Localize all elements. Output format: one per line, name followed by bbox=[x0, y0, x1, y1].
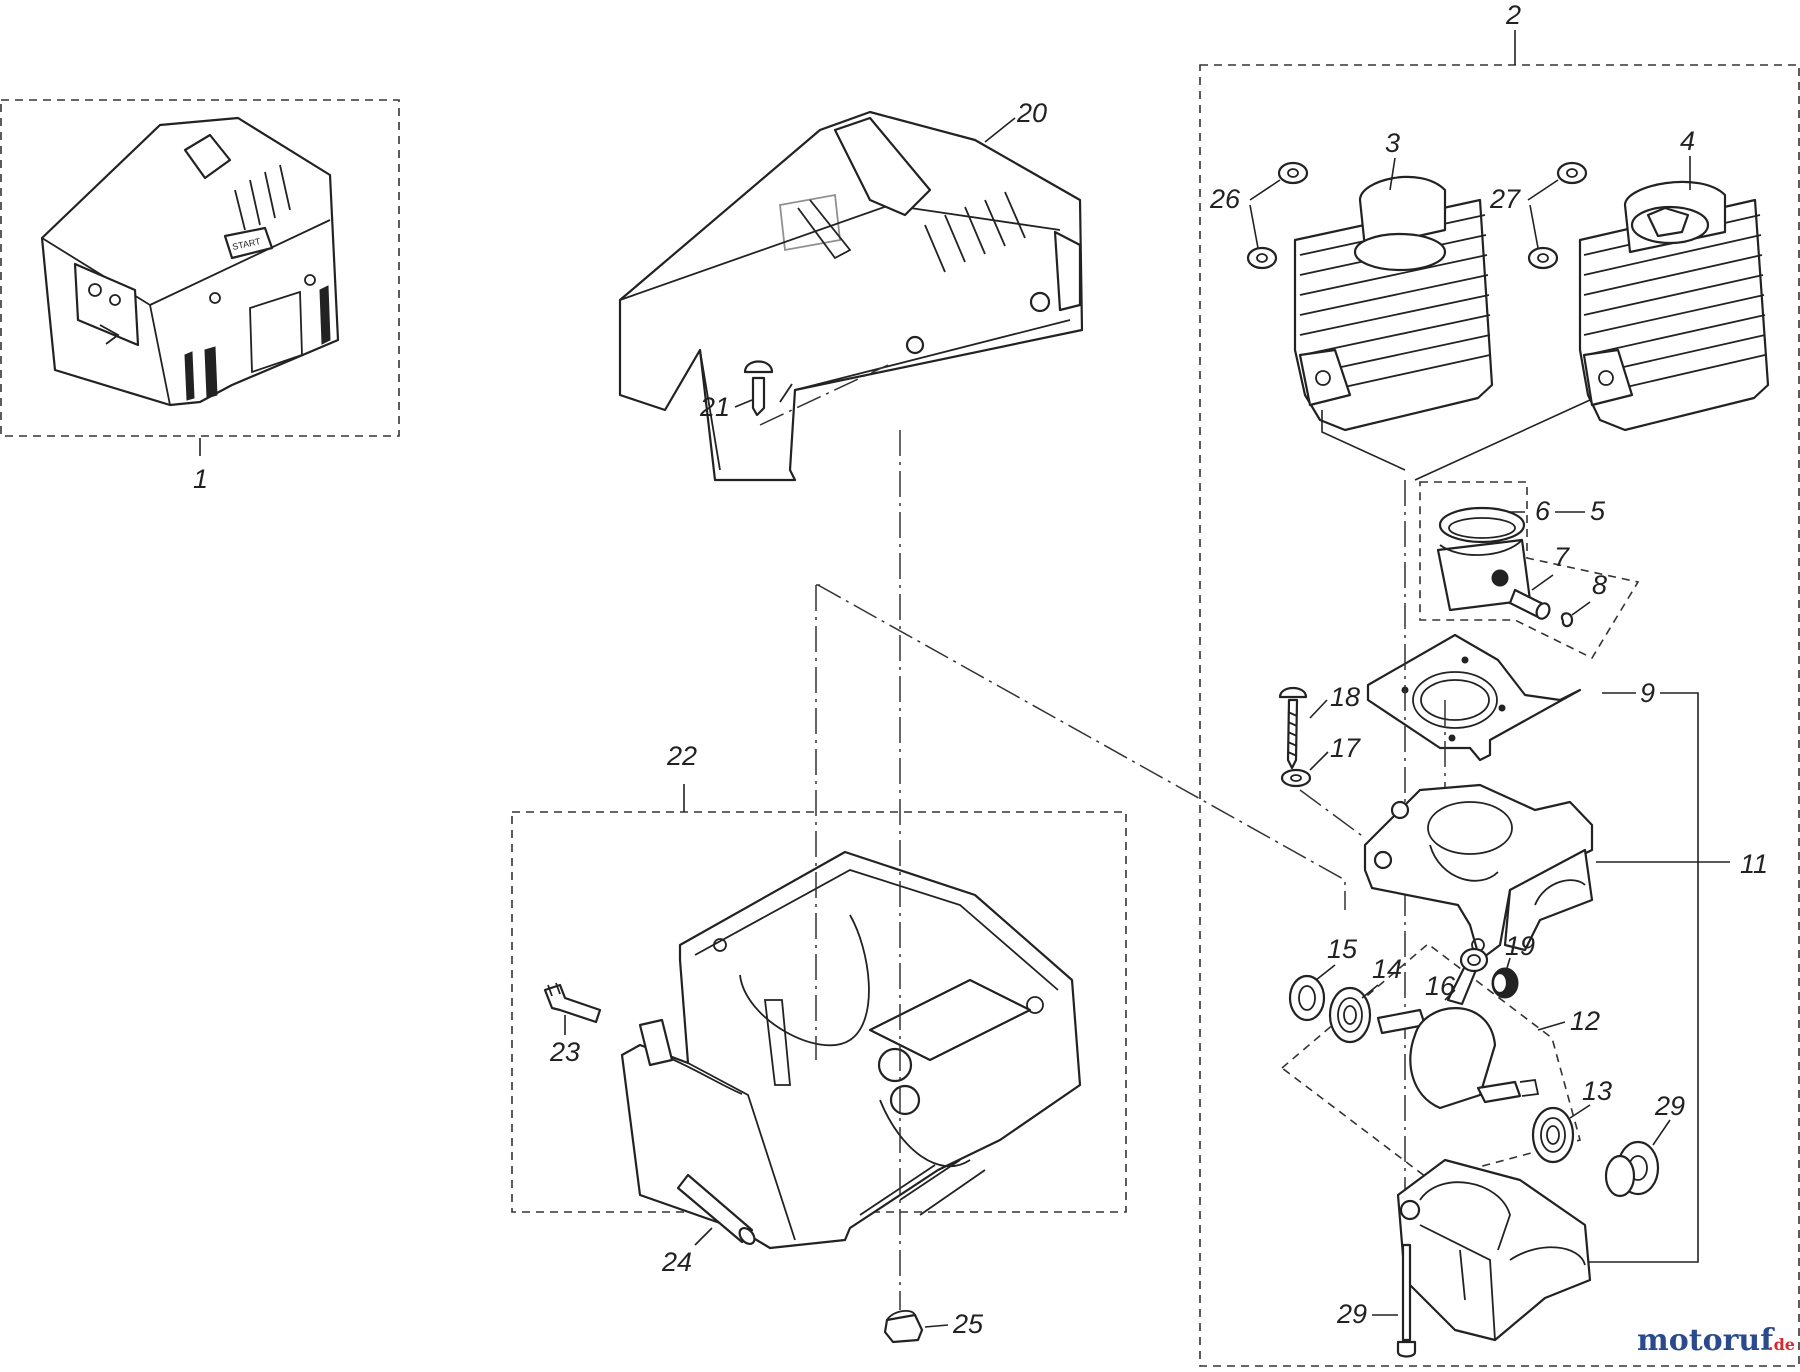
crankcase-half-part-11 bbox=[1363, 783, 1594, 962]
needle-bearing-part-18 bbox=[1491, 967, 1519, 999]
circlip-part bbox=[1560, 612, 1574, 628]
callout-8: 8 bbox=[1592, 570, 1607, 600]
crankcase-bolt-part bbox=[1396, 1243, 1417, 1358]
hood-assembly-part: START bbox=[40, 116, 340, 407]
crankshaft-part bbox=[1376, 947, 1540, 1110]
washer-part-29b bbox=[1527, 161, 1588, 270]
callout-9: 9 bbox=[1640, 678, 1655, 708]
crankcase-screw-part bbox=[1278, 686, 1308, 770]
sleeve-part bbox=[676, 1173, 756, 1245]
callout-7: 7 bbox=[1554, 542, 1570, 572]
callout-6: 6 bbox=[1535, 496, 1551, 526]
callout-15: 15 bbox=[1327, 934, 1358, 964]
shaft-seal-part-15 bbox=[1288, 974, 1326, 1022]
shroud-screw-part bbox=[743, 360, 774, 417]
callout-4: 4 bbox=[1680, 126, 1695, 156]
callout-29b: 27 bbox=[1489, 184, 1521, 214]
callout-22: 20 bbox=[1016, 98, 1047, 128]
callout-19: 29 bbox=[1336, 1299, 1367, 1329]
piston-group bbox=[1419, 481, 1640, 660]
callout-18: 19 bbox=[1505, 931, 1535, 961]
shaft-seal-part-16 bbox=[1604, 1140, 1660, 1198]
callout-20: 17 bbox=[1330, 733, 1361, 763]
callout-3: 3 bbox=[1385, 128, 1400, 158]
callout-17: 16 bbox=[1425, 971, 1456, 1001]
crankcase-half-part-lower bbox=[1396, 1158, 1592, 1342]
svg-text:motoruf: motoruf bbox=[1637, 1323, 1775, 1358]
screw-washer-part bbox=[1280, 768, 1312, 788]
callout-23: 21 bbox=[699, 392, 730, 422]
svg-text:.de: .de bbox=[1768, 1335, 1795, 1354]
ball-bearing-part-13 bbox=[1531, 1106, 1575, 1164]
callout-2: 2 bbox=[1505, 0, 1521, 30]
callout-11: 11 bbox=[1740, 849, 1768, 879]
lower-housing-part bbox=[620, 850, 1082, 1250]
hood-assembly-group: START 1 bbox=[0, 99, 400, 494]
callout-5: 5 bbox=[1590, 496, 1606, 526]
piston-pin-part bbox=[1508, 588, 1551, 620]
callout-16: 29 bbox=[1654, 1091, 1685, 1121]
top-shroud-part bbox=[618, 110, 1084, 482]
engine-group bbox=[1199, 30, 1800, 1367]
crankshaft-group bbox=[1280, 942, 1581, 1181]
cylinder-part-3 bbox=[1293, 175, 1494, 432]
callout-12: 12 bbox=[1570, 1006, 1600, 1036]
callout-21: 18 bbox=[1330, 682, 1360, 712]
callout-24: 22 bbox=[666, 741, 697, 771]
callout-26: 24 bbox=[661, 1247, 692, 1277]
fuel-nipple-part bbox=[543, 982, 602, 1024]
callout-1: 1 bbox=[193, 464, 208, 494]
callout-14: 14 bbox=[1372, 954, 1402, 984]
plug-part bbox=[883, 1309, 924, 1344]
callout-13: 13 bbox=[1582, 1076, 1612, 1106]
cylinder-part-4 bbox=[1578, 180, 1770, 432]
piston-part bbox=[1436, 506, 1532, 612]
callout-27: 25 bbox=[952, 1309, 984, 1339]
cylinder-gasket-part bbox=[1366, 633, 1582, 762]
callout-25: 23 bbox=[549, 1037, 580, 1067]
ball-bearing-part-14 bbox=[1328, 986, 1372, 1044]
washer-part-29a bbox=[1246, 161, 1309, 270]
watermark-logo: motoruf .de bbox=[1637, 1323, 1795, 1358]
callout-29a: 26 bbox=[1209, 184, 1241, 214]
